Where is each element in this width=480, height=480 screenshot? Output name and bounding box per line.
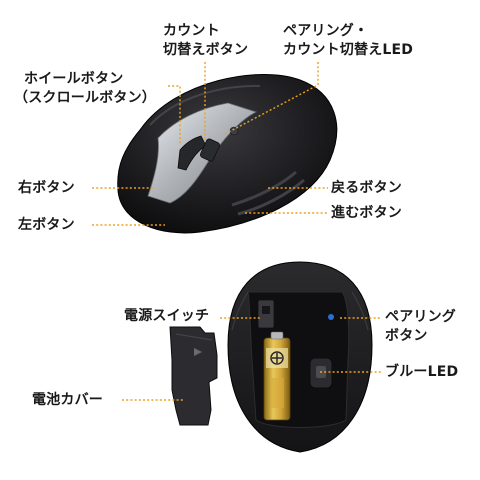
battery-icon — [263, 331, 291, 421]
forward-button-label: 進むボタン — [331, 205, 402, 221]
pairing-button-line1: ペアリング — [385, 309, 456, 325]
wheel-button-line1: ホイールボタン — [24, 71, 124, 87]
count-switch-label: カウント 切替えボタン — [163, 22, 248, 60]
back-button-label: 戻るボタン — [331, 180, 402, 196]
battery-cover-label: 電池カバー — [32, 392, 103, 408]
wheel-button-label: ホイールボタン （スクロールボタン） — [14, 70, 156, 108]
pairing-count-led-line2: カウント切替えLED — [283, 42, 414, 58]
right-button-label: 右ボタン — [18, 180, 75, 196]
left-button-label: 左ボタン — [18, 217, 75, 233]
count-switch-line1: カウント — [163, 23, 220, 39]
pairing-count-led-line1: ペアリング・ — [283, 23, 369, 39]
wheel-button-line2: （スクロールボタン） — [14, 90, 156, 106]
battery-cover-part — [169, 326, 218, 426]
blue-led-label: ブルーLED — [385, 364, 459, 380]
pairing-button-label: ペアリング ボタン — [385, 308, 456, 346]
leader-lines — [92, 62, 382, 401]
mouse-top-view — [117, 74, 338, 234]
count-switch-line2: 切替えボタン — [163, 42, 249, 58]
power-switch-label: 電源スイッチ — [124, 308, 210, 324]
pairing-button-line2: ボタン — [385, 328, 428, 344]
mouse-bottom-view — [227, 261, 373, 453]
pairing-count-led-label: ペアリング・ カウント切替えLED — [283, 22, 413, 60]
